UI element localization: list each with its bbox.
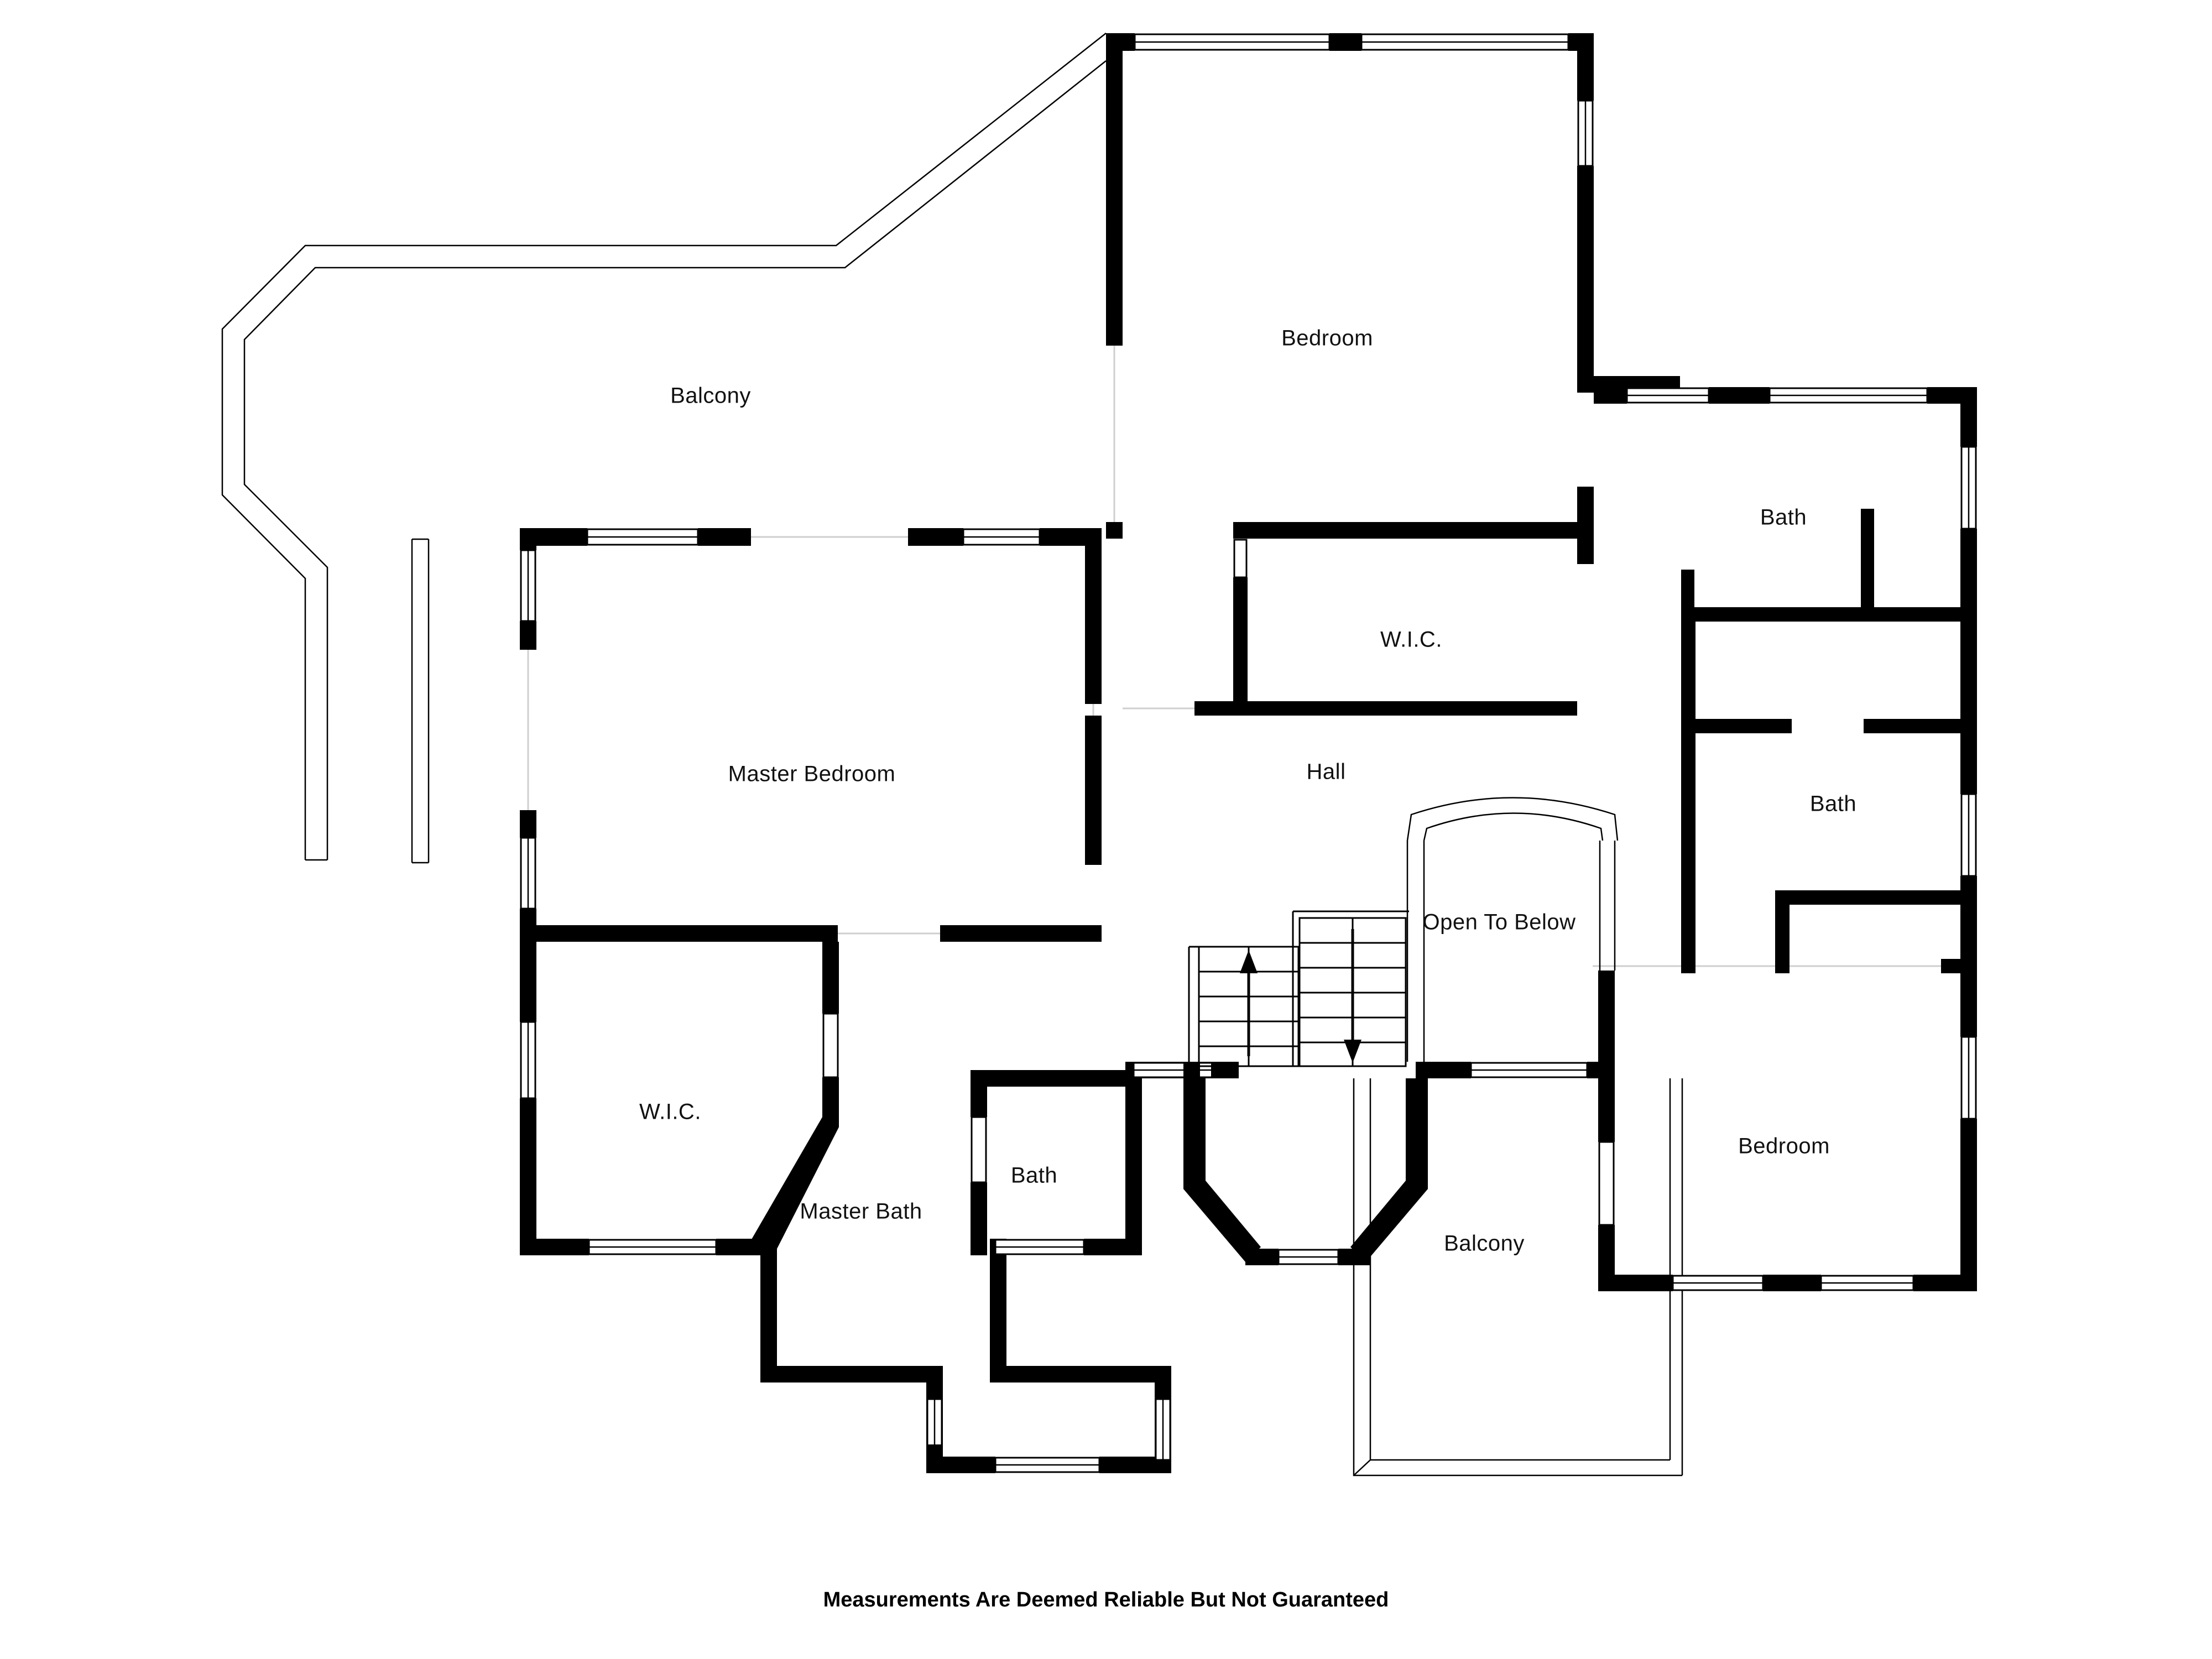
- stair-up-arrow: [1240, 950, 1258, 1056]
- window-bath-small-bottom: [994, 1239, 1085, 1255]
- wic-hall-door-opening: [1233, 539, 1248, 578]
- window-stair-bay-bottom: [1277, 1249, 1339, 1265]
- bath-lower-walls: [1593, 622, 1977, 973]
- bedroom-right-walls: [1598, 971, 1977, 1291]
- window-master-top-2: [962, 528, 1041, 546]
- window-master-bath-bay-bottom: [994, 1457, 1100, 1473]
- room-label-balcony-upper: Balcony: [670, 384, 751, 408]
- window-right-wing-2: [1768, 387, 1928, 404]
- stairs: [1188, 910, 1409, 1067]
- room-label-bath-small: Bath: [1011, 1164, 1057, 1188]
- window-right-wing-1: [1626, 387, 1710, 404]
- window-top-bedroom-right: [1577, 100, 1594, 167]
- window-wic-master-left: [520, 1021, 536, 1099]
- room-label-bath-lower: Bath: [1810, 792, 1856, 816]
- room-labels: Balcony Bedroom Bath W.I.C. Master Bedro…: [639, 326, 1856, 1256]
- balcony-upper-railing: [221, 33, 1107, 864]
- window-master-top-1: [586, 528, 699, 546]
- room-label-wic-hall: W.I.C.: [1380, 628, 1442, 652]
- bedroom-top-walls: [1106, 33, 1680, 564]
- room-label-master-bath: Master Bath: [800, 1199, 922, 1224]
- disclaimer-text: Measurements Are Deemed Reliable But Not…: [823, 1588, 1389, 1611]
- master-bath-walls: [760, 1239, 1171, 1473]
- window-top-bedroom-2: [1360, 33, 1569, 51]
- room-label-bedroom-right: Bedroom: [1738, 1134, 1830, 1159]
- room-label-bedroom-top: Bedroom: [1281, 326, 1373, 351]
- bath-upper-walls: [1594, 387, 1977, 733]
- window-master-left-2: [520, 837, 536, 910]
- window-right-exterior-1: [1960, 446, 1977, 530]
- window-bedroom-right-exterior: [1960, 1036, 1977, 1120]
- window-bedroom-right-bottom-2: [1820, 1275, 1914, 1291]
- window-bedroom-right-bottom-1: [1672, 1275, 1764, 1291]
- stair-down-arrow: [1344, 929, 1361, 1063]
- bath-small-door: [971, 1116, 987, 1183]
- bath-master-small-walls: [971, 1070, 1142, 1255]
- window-hall-stair-left: [1133, 1062, 1215, 1078]
- window-balcony-lower-door: [1470, 1062, 1588, 1078]
- wic-hall-walls: [1123, 522, 1577, 716]
- room-label-balcony-lower: Balcony: [1444, 1232, 1525, 1256]
- room-label-master-bedroom: Master Bedroom: [728, 762, 896, 786]
- window-top-bedroom-1: [1134, 33, 1331, 51]
- window-master-left-1: [520, 549, 536, 622]
- window-wic-master-bottom: [588, 1239, 717, 1255]
- room-label-hall: Hall: [1307, 760, 1346, 784]
- room-label-open-to-below: Open To Below: [1422, 910, 1575, 935]
- balcony-lower-railing: [1353, 1078, 1683, 1477]
- bedroom-right-door: [1598, 1141, 1615, 1226]
- window-right-exterior-2: [1960, 793, 1977, 877]
- wic-master-door: [822, 1013, 839, 1078]
- window-master-bath-bay-right: [1155, 1398, 1171, 1461]
- wic-master-walls: [520, 942, 839, 1255]
- master-bedroom-walls: [520, 528, 1102, 942]
- room-label-bath-upper: Bath: [1760, 505, 1807, 530]
- room-label-wic-master: W.I.C.: [639, 1100, 701, 1124]
- open-to-below-opening: [1406, 797, 1619, 1062]
